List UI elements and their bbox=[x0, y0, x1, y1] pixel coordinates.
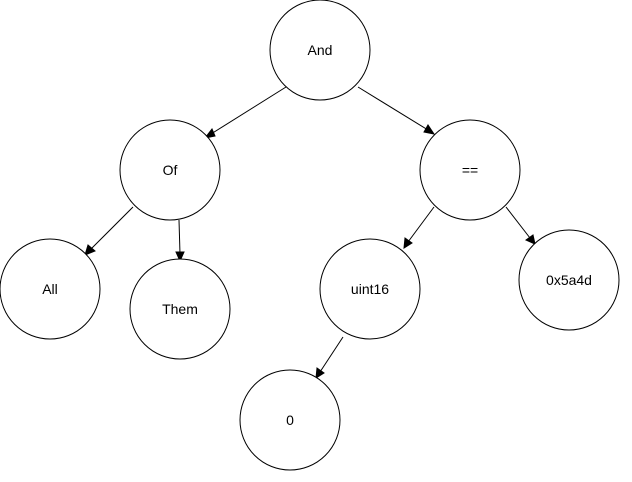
node-zero: 0 bbox=[239, 369, 341, 471]
arrowhead-of-all bbox=[84, 244, 96, 256]
node-them: Them bbox=[129, 258, 231, 360]
node-of: Of bbox=[119, 119, 221, 221]
edge-eq-hex bbox=[505, 206, 531, 239]
node-uint16-label: uint16 bbox=[351, 281, 389, 297]
arrowhead-and-of bbox=[203, 128, 216, 139]
node-zero-label: 0 bbox=[286, 412, 294, 428]
node-and: And bbox=[269, 0, 371, 101]
node-and-circle bbox=[269, 0, 371, 101]
arrowhead-eq-uint16 bbox=[403, 237, 413, 249]
node-uint16: uint16 bbox=[319, 238, 421, 340]
edge-and-of bbox=[210, 86, 287, 135]
arrowhead-uint16-zero bbox=[315, 367, 325, 379]
node-eq: == bbox=[419, 119, 521, 221]
node-zero-circle bbox=[239, 369, 341, 471]
arrowhead-of-them bbox=[175, 251, 185, 263]
node-eq-circle bbox=[419, 119, 521, 221]
node-all: All bbox=[0, 238, 101, 340]
node-hex-label: 0x5a4d bbox=[546, 272, 592, 288]
node-of-label: Of bbox=[163, 162, 178, 178]
node-them-label: Them bbox=[162, 301, 198, 317]
arrowhead-and-eq bbox=[423, 124, 436, 135]
edge-of-them bbox=[178, 219, 181, 255]
node-eq-label: == bbox=[462, 162, 478, 178]
node-uint16-circle bbox=[319, 238, 421, 340]
node-hex: 0x5a4d bbox=[518, 229, 620, 331]
edge-eq-uint16 bbox=[407, 206, 435, 243]
arrowhead-eq-hex bbox=[524, 234, 536, 245]
node-hex-circle bbox=[518, 229, 620, 331]
node-all-label: All bbox=[42, 281, 58, 297]
node-and-label: And bbox=[308, 42, 333, 58]
edge-of-all bbox=[89, 206, 134, 251]
node-of-circle bbox=[119, 119, 221, 221]
edge-uint16-zero bbox=[319, 336, 344, 373]
node-them-circle bbox=[129, 258, 231, 360]
edges bbox=[84, 86, 536, 379]
edge-and-eq bbox=[357, 86, 429, 131]
node-all-circle bbox=[0, 238, 101, 340]
